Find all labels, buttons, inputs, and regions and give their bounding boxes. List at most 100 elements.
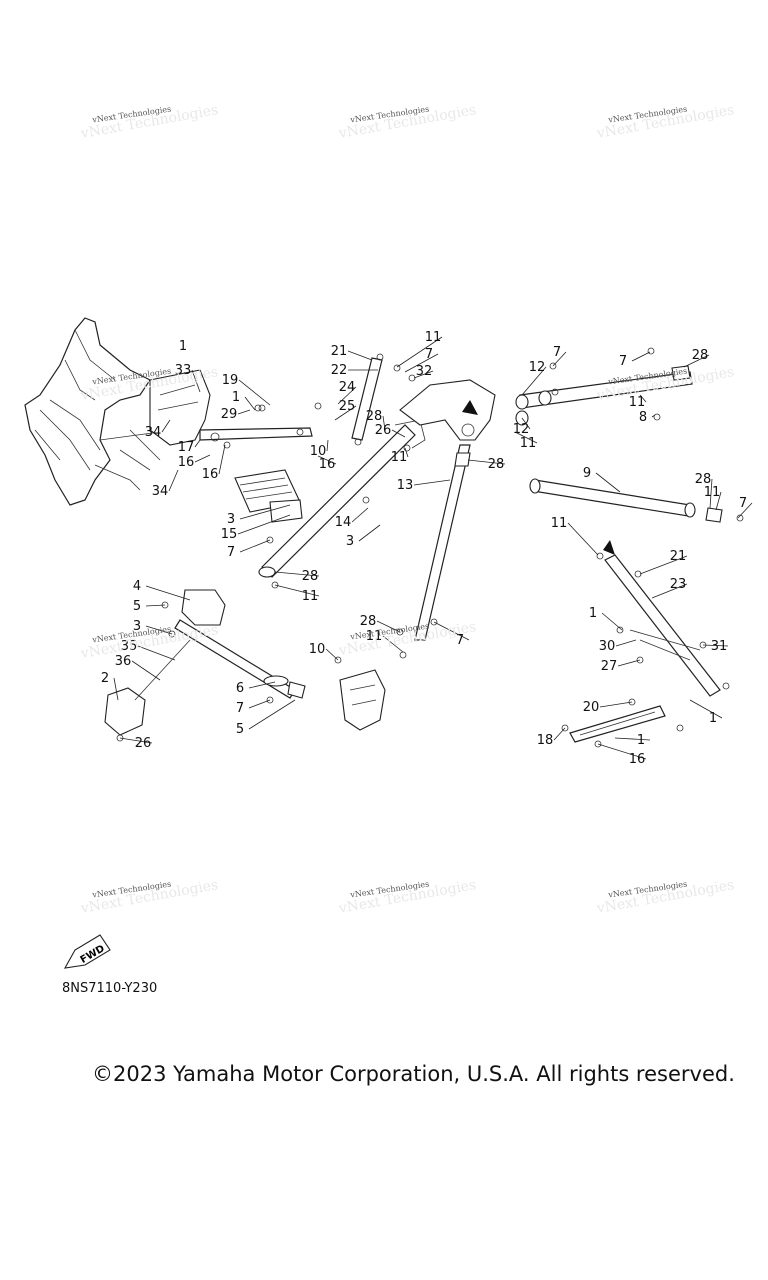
- leader-line: [396, 336, 443, 368]
- callout-label: 4: [133, 579, 141, 594]
- callout-label: 19: [222, 373, 239, 388]
- leader-line: [651, 414, 656, 418]
- callout-label: 7: [619, 354, 627, 369]
- copyright-notice: ©2023 Yamaha Motor Corporation, U.S.A. A…: [92, 1062, 735, 1086]
- leader-line: [237, 409, 251, 415]
- callout-label: 28: [360, 614, 377, 629]
- leader-line: [617, 659, 641, 667]
- callout-label: 27: [601, 659, 618, 674]
- callout-label: 28: [692, 348, 709, 363]
- leader-line: [218, 444, 226, 475]
- module-15: [234, 469, 303, 523]
- callout-label: 34: [152, 484, 169, 499]
- callout-label: 11: [391, 450, 408, 465]
- callout-label: 16: [319, 457, 336, 472]
- leader-line: [651, 583, 688, 599]
- leader-line: [351, 507, 369, 523]
- leader-line: [391, 429, 406, 438]
- leader-line: [631, 351, 651, 362]
- callout-label: 25: [339, 399, 356, 414]
- leader-line: [239, 539, 271, 553]
- leader-line: [334, 405, 357, 421]
- callout-label: 12: [529, 360, 546, 375]
- rail-18: [569, 705, 666, 743]
- tube-12: [515, 365, 693, 426]
- leader-line: [326, 439, 329, 452]
- leader-line: [347, 350, 373, 361]
- leader-line: [325, 648, 339, 661]
- leader-line: [238, 379, 271, 406]
- leader-line: [595, 472, 621, 493]
- panel-33: [149, 369, 211, 446]
- leader-line: [737, 502, 753, 519]
- leader-line: [433, 621, 470, 641]
- leader-line: [274, 584, 320, 597]
- callout-label: 8: [639, 410, 647, 425]
- callout-label: 28: [488, 457, 505, 472]
- leader-line: [567, 522, 599, 556]
- callout-label: 29: [221, 407, 238, 422]
- bracket-rod: [199, 427, 313, 442]
- callout-label: 35: [121, 639, 138, 654]
- leader-line: [521, 417, 531, 430]
- callout-label: 7: [425, 347, 433, 362]
- callout-label: 28: [366, 409, 383, 424]
- leader-line: [715, 491, 722, 511]
- leader-line: [244, 396, 256, 411]
- leader-line: [689, 699, 723, 719]
- callout-label: 24: [339, 380, 356, 395]
- callout-label: 14: [335, 515, 352, 530]
- callout-label: 11: [520, 436, 537, 451]
- mechanism-10: [339, 669, 386, 731]
- callout-label: 11: [704, 485, 721, 500]
- leader-line: [382, 635, 404, 653]
- diagram-code: 8NS7110-Y230: [62, 981, 158, 996]
- callout-label: 3: [346, 534, 354, 549]
- leader-line: [248, 681, 276, 689]
- callout-label: 12: [513, 422, 530, 437]
- leader-line: [119, 737, 153, 744]
- callout-label: 11: [551, 516, 568, 531]
- leader-line: [337, 386, 357, 405]
- leader-line: [467, 459, 506, 465]
- leader-line: [145, 585, 191, 601]
- leader-line: [248, 699, 296, 730]
- leader-line: [552, 351, 567, 367]
- callout-label: 3: [227, 512, 235, 527]
- callout-label: 22: [331, 363, 348, 378]
- callout-label: 33: [175, 363, 192, 378]
- leader-line: [358, 524, 381, 542]
- leader-line: [145, 604, 166, 607]
- callout-label: 26: [375, 423, 392, 438]
- bar-22: [351, 357, 383, 441]
- leader-line: [404, 447, 409, 458]
- callout-label: 36: [115, 654, 132, 669]
- leader-line: [683, 354, 710, 368]
- tube-13: [258, 419, 426, 578]
- leader-line: [601, 612, 623, 631]
- callout-label: 6: [236, 681, 244, 696]
- callout-label: 1: [589, 606, 597, 621]
- callout-label: 31: [711, 639, 728, 654]
- leader-line: [145, 625, 173, 635]
- callout-label: 1: [179, 339, 187, 354]
- leader-line: [521, 366, 547, 396]
- callout-label: 5: [133, 599, 141, 614]
- callout-label: 16: [629, 752, 646, 767]
- leader-line: [194, 439, 201, 448]
- marker-arrow: [603, 540, 615, 555]
- leader-line: [317, 455, 337, 465]
- callout-label: 28: [302, 569, 319, 584]
- callout-label: 3: [133, 619, 141, 634]
- leader-lines: [113, 336, 753, 760]
- leader-line: [239, 504, 291, 520]
- callout-label: 7: [456, 633, 464, 648]
- callout-label: 20: [583, 700, 600, 715]
- leader-line: [404, 353, 439, 373]
- callout-label: 26: [135, 736, 152, 751]
- callout-label: 7: [227, 545, 235, 560]
- leader-line: [615, 639, 637, 647]
- leader-line: [413, 370, 434, 379]
- tube-9: [529, 478, 723, 523]
